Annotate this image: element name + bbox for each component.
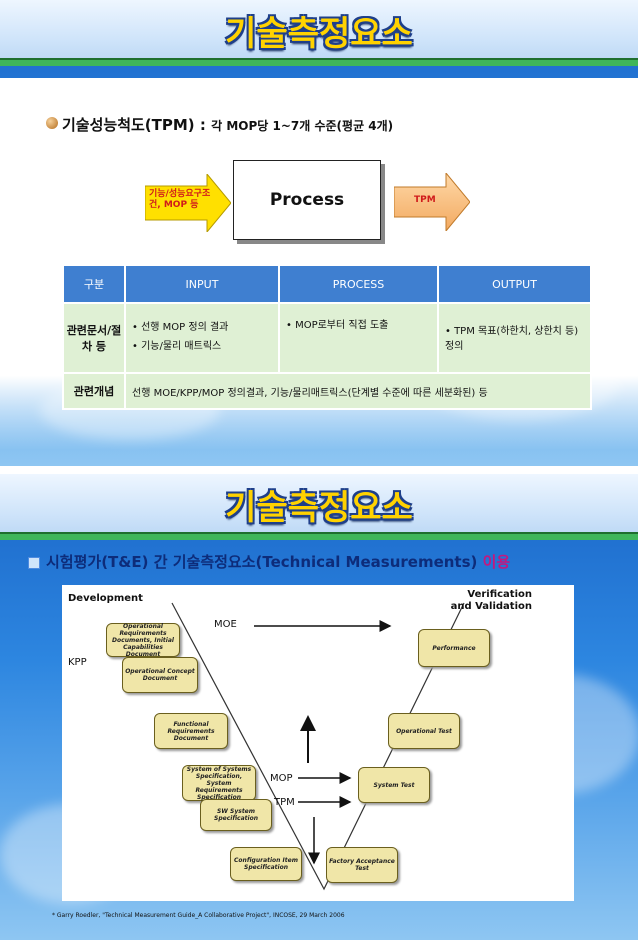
right-v-box: Factory Acceptance Test	[326, 847, 398, 883]
process-box: Process	[233, 160, 381, 240]
left-v-box: SW System Specification	[200, 799, 272, 831]
tpm-label: TPM	[274, 797, 295, 808]
left-v-box: Functional Requirements Document	[154, 713, 228, 749]
table-header-row: 구분 INPUT PROCESS OUTPUT	[62, 264, 592, 304]
v-model-diagram: Development Verification and Validation …	[62, 585, 574, 901]
table-header: INPUT	[124, 264, 280, 304]
concept-cell: 선행 MOE/KPP/MOP 정의결과, 기능/물리매트릭스(단계별 수준에 따…	[124, 372, 592, 410]
output-cell: • TPM 목표(하한치, 상한치 등) 정의	[437, 302, 592, 374]
table-header: PROCESS	[278, 264, 439, 304]
table-header: 구분	[62, 264, 126, 304]
development-label: Development	[68, 593, 143, 604]
slide-separator	[0, 466, 638, 474]
process-cell: • MOP로부터 직접 도출	[278, 302, 439, 374]
table-row: 관련개념 선행 MOE/KPP/MOP 정의결과, 기능/물리매트릭스(단계별 …	[62, 372, 592, 410]
section-heading: 시험평가(T&E) 간 기술측정요소(Technical Measurement…	[28, 551, 510, 572]
input-arrow-label: 기능/성능요구조건, MOP 등	[149, 189, 211, 210]
title-bar: 기술측정요소	[0, 0, 638, 66]
v-model-lines	[171, 602, 465, 891]
slide-title: 기술측정요소	[225, 14, 413, 54]
mop-label: MOP	[270, 773, 293, 784]
slide-title: 기술측정요소	[225, 488, 413, 528]
input-cell: • 선행 MOP 정의 결과 • 기능/물리 매트릭스	[124, 302, 280, 374]
title-bar: 기술측정요소	[0, 474, 638, 540]
right-v-box: Performance	[418, 629, 490, 667]
input-arrow-icon	[145, 174, 231, 232]
table-row: 관련문서/절차 등 • 선행 MOP 정의 결과 • 기능/물리 매트릭스 • …	[62, 302, 592, 374]
right-v-box: Operational Test	[388, 713, 460, 749]
output-arrow-label: TPM	[414, 195, 436, 205]
left-v-box: Operational Concept Document	[122, 657, 198, 693]
verification-label: Verification and Validation	[450, 589, 532, 612]
output-arrow-icon	[394, 173, 470, 231]
left-v-box: Operational Requirements Documents, Init…	[106, 623, 180, 658]
footnote: * Garry Roedler, "Technical Measurement …	[52, 912, 345, 919]
kpp-label: KPP	[68, 657, 87, 668]
right-v-box: System Test	[358, 767, 430, 803]
left-v-box: System of Systems Specification, System …	[182, 765, 256, 801]
section-heading: 기술성능척도(TPM) : 각 MOP당 1~7개 수준(평균 4개)	[62, 116, 394, 134]
left-v-box: Configuration Item Specification	[230, 847, 302, 881]
bullet-ball-icon	[46, 117, 58, 129]
bullet-square-icon	[28, 556, 40, 569]
row-label: 관련개념	[62, 372, 126, 410]
moe-label: MOE	[214, 619, 237, 630]
row-label: 관련문서/절차 등	[62, 302, 126, 374]
table-header: OUTPUT	[437, 264, 592, 304]
tpm-table: 구분 INPUT PROCESS OUTPUT 관련문서/절차 등 • 선행 M…	[62, 264, 592, 410]
